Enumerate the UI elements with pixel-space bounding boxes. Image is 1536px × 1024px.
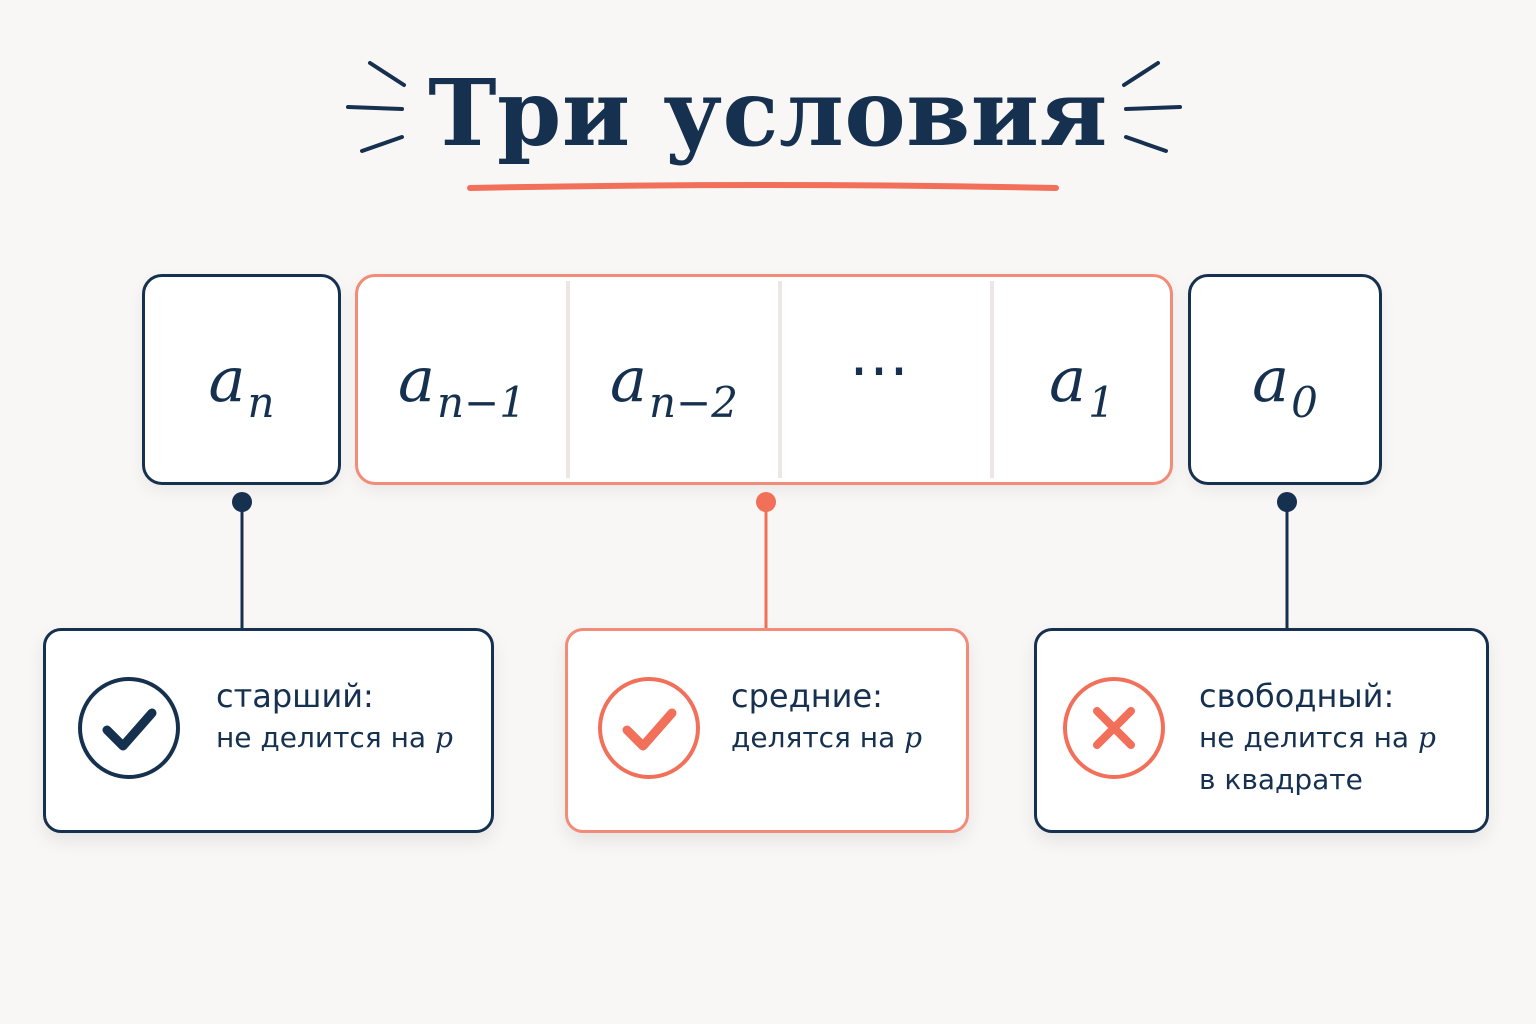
middle-coefficients-group: an−1 an−2 ⋯ a1 bbox=[355, 274, 1173, 485]
middle-connector bbox=[756, 492, 776, 630]
leading-coefficient: an bbox=[208, 342, 275, 427]
condition-heading: средние: bbox=[731, 677, 883, 715]
condition-heading: старший: bbox=[216, 677, 374, 715]
condition-line: не делится на p bbox=[216, 721, 453, 754]
left-sparks-icon bbox=[346, 61, 406, 153]
coefficient-cell: an−2 bbox=[610, 342, 738, 427]
cell-divider bbox=[990, 281, 994, 478]
condition-line: не делится на p bbox=[1199, 721, 1436, 754]
check-icon bbox=[78, 677, 180, 779]
leading-connector bbox=[232, 492, 252, 630]
diagram-title: Три условия bbox=[428, 59, 1108, 167]
leading-condition-card: старший: не делится на p bbox=[43, 628, 494, 833]
cell-divider bbox=[566, 281, 570, 478]
check-icon bbox=[598, 677, 700, 779]
right-sparks-icon bbox=[1122, 61, 1182, 153]
constant-condition-card: свободный: не делится на p в квадрате bbox=[1034, 628, 1489, 833]
constant-connector bbox=[1277, 492, 1297, 630]
leading-coefficient-box: an bbox=[142, 274, 341, 485]
cross-icon bbox=[1063, 677, 1165, 779]
constant-coefficient-box: a0 bbox=[1188, 274, 1382, 485]
condition-line: делятся на p bbox=[731, 721, 923, 754]
title-underline bbox=[467, 182, 1059, 191]
condition-heading: свободный: bbox=[1199, 677, 1395, 715]
middle-condition-card: средние: делятся на p bbox=[565, 628, 969, 833]
condition-text: средние: делятся на p bbox=[731, 675, 922, 759]
condition-text: свободный: не делится на p в квадрате bbox=[1199, 675, 1436, 801]
condition-line: в квадрате bbox=[1199, 763, 1363, 796]
constant-coefficient: a0 bbox=[1252, 342, 1318, 427]
coefficient-cell: an−1 bbox=[398, 342, 526, 427]
ellipsis-cell: ⋯ bbox=[849, 334, 923, 405]
coefficient-cell: a1 bbox=[1049, 342, 1115, 427]
cell-divider bbox=[778, 281, 782, 478]
condition-text: старший: не делится на p bbox=[216, 675, 453, 759]
